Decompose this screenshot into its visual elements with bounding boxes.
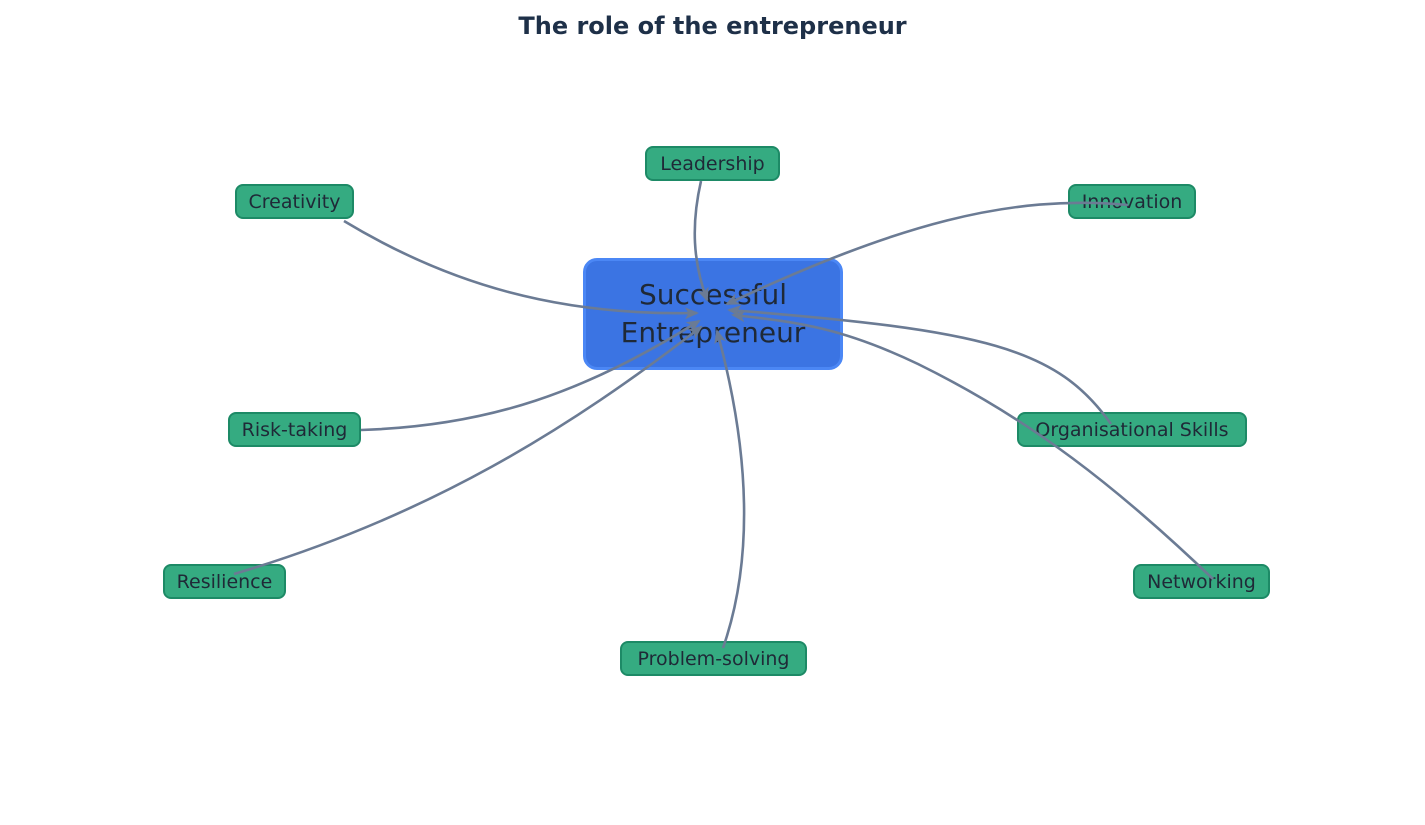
node-problem-solving: Problem-solving <box>620 641 807 676</box>
edge-problem-solving-to-center <box>714 329 746 649</box>
node-risk-taking-label: Risk-taking <box>241 418 348 441</box>
diagram-title: The role of the entrepreneur <box>518 12 907 40</box>
node-innovation-label: Innovation <box>1081 190 1183 213</box>
node-organisational-skills-label: Organisational Skills <box>1035 418 1229 441</box>
node-creativity-label: Creativity <box>248 190 341 213</box>
node-problem-solving-label: Problem-solving <box>637 647 790 670</box>
node-risk-taking: Risk-taking <box>228 412 361 447</box>
center-node-label-line2: Entrepreneur <box>620 316 806 349</box>
center-node-successful-entrepreneur: Successful Entrepreneur <box>583 258 843 370</box>
node-networking-label: Networking <box>1147 570 1256 593</box>
node-creativity: Creativity <box>235 184 354 219</box>
node-leadership: Leadership <box>645 146 780 181</box>
node-networking: Networking <box>1133 564 1270 599</box>
node-resilience: Resilience <box>163 564 286 599</box>
node-innovation: Innovation <box>1068 184 1196 219</box>
node-resilience-label: Resilience <box>176 570 273 593</box>
node-organisational-skills: Organisational Skills <box>1017 412 1247 447</box>
node-leadership-label: Leadership <box>660 152 765 175</box>
center-node-label-line1: Successful <box>638 278 788 311</box>
